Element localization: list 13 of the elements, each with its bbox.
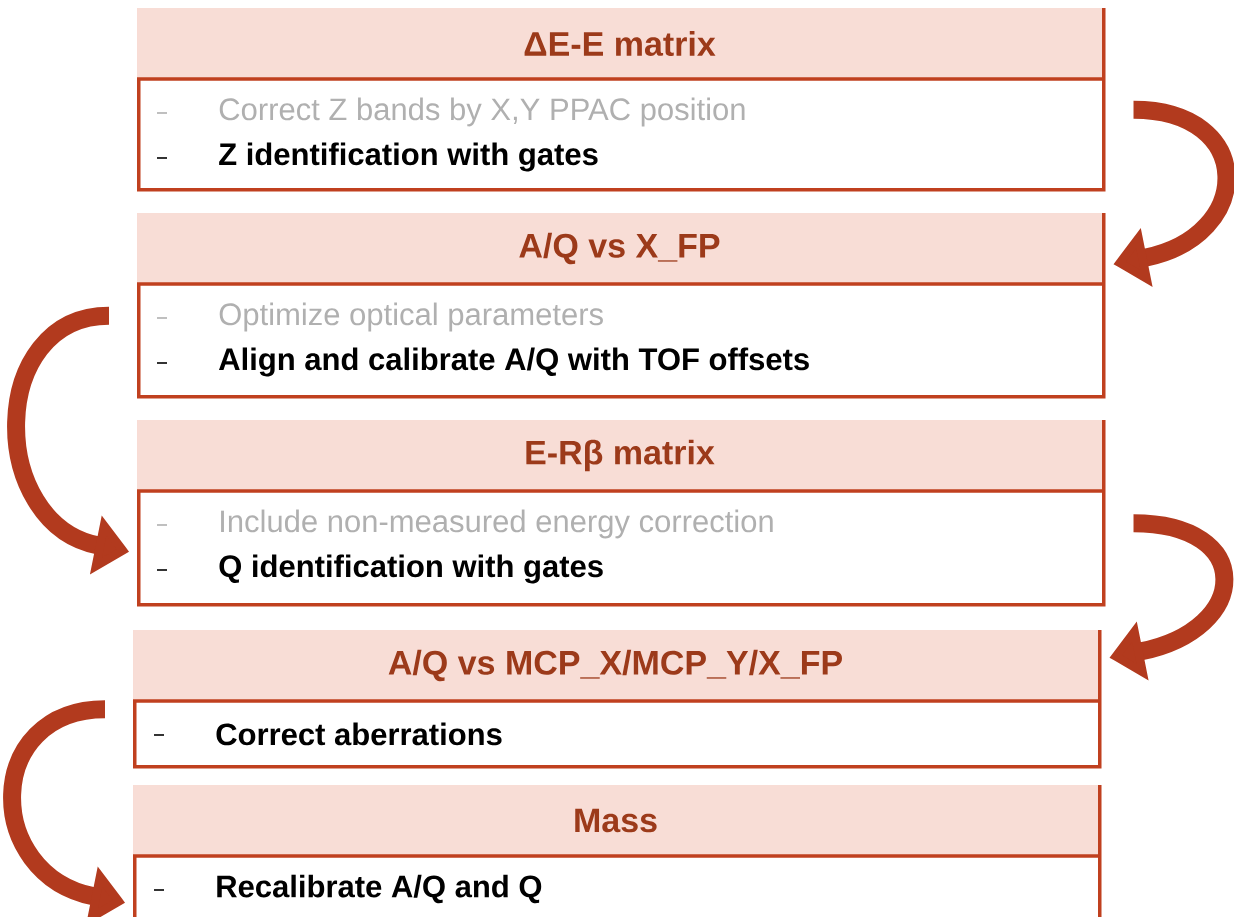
list-item: Correct Z bands by X,Y PPAC position xyxy=(156,97,745,127)
heading-band: A/Q vs MCP_X/MCP_Y/X_FP xyxy=(133,630,1098,703)
list-item: Q identification with gates xyxy=(156,554,603,584)
heading-band: Mass xyxy=(133,785,1098,858)
list-item: Recalibrate A/Q and Q xyxy=(153,874,542,904)
list-item: Correct aberrations xyxy=(153,722,502,746)
heading-band: A/Q vs X_FP xyxy=(137,213,1102,286)
list-item: Include non-measured energy correction xyxy=(156,509,773,539)
heading-band: E-Rβ matrix xyxy=(137,420,1102,493)
list-item: Z identification with gates xyxy=(156,142,598,172)
heading-band: ΔE-E matrix xyxy=(137,8,1102,81)
list-item: Optimize optical parameters xyxy=(156,302,603,332)
list-item: Align and calibrate A/Q with TOF offsets xyxy=(156,347,809,377)
